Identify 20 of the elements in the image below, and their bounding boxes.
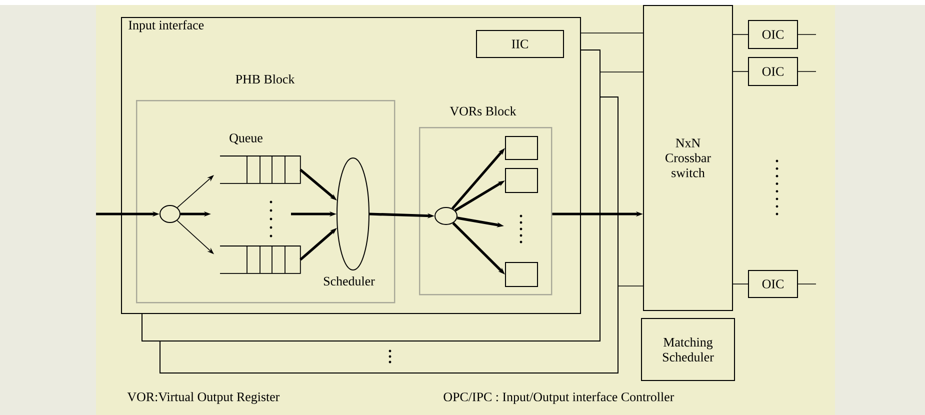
node-label: VORs Block [450,106,516,116]
controller-box: OIC [748,270,798,298]
node-label: Scheduler [324,276,375,286]
scheduler-box: Matching Scheduler [641,318,735,381]
register-box [505,262,538,287]
node-label: PHB Block [236,74,295,84]
controller-box: IIC [476,30,564,58]
split-circle [434,207,458,225]
arrow [176,175,214,208]
block-box: VORs Block [419,106,552,296]
split-circle [160,205,180,223]
queue-drawing [220,246,301,274]
controller-box: OIC [748,20,798,49]
queue-drawing: Queue [220,134,301,184]
note-text: OPC/IPC : Input/Output interface Controller [444,392,674,404]
controller-box: OIC [748,57,798,86]
switch-box: NxN Crossbar switch [643,5,733,311]
note-text: VOR:Virtual Output Register [127,392,280,404]
register-box [505,136,538,160]
register-box [505,168,538,193]
